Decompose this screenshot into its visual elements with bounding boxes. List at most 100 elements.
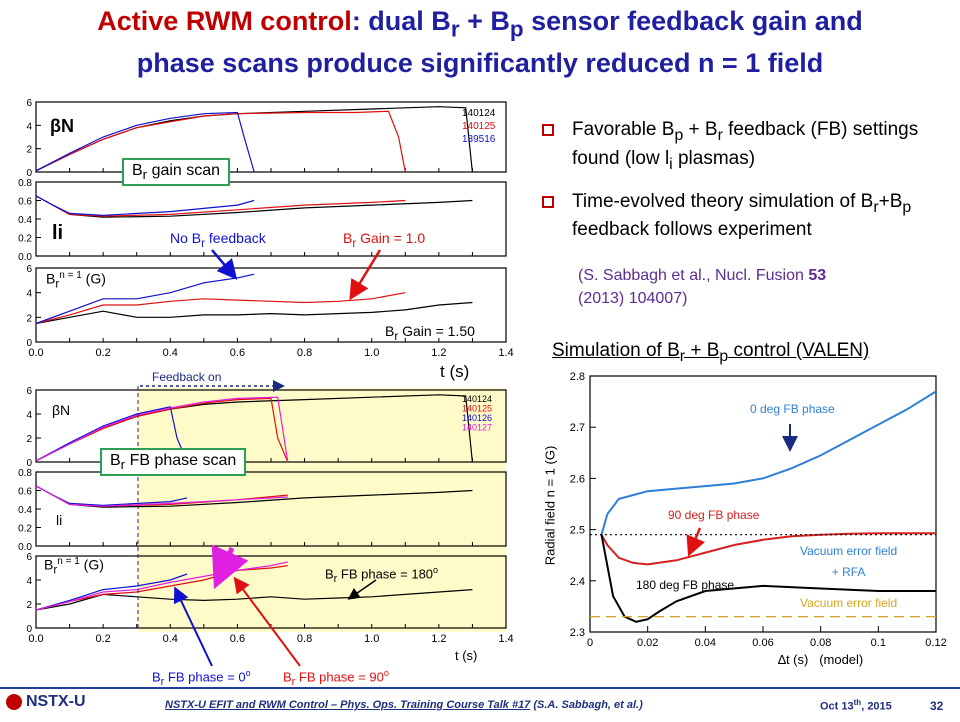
- annot-phase-90: Br FB phase = 90o: [283, 668, 389, 688]
- bottom-br-panel-series-140125: [35, 565, 288, 611]
- bottom-br-panel-xtick-label: 1.0: [364, 633, 379, 645]
- top-br-panel-xtick-label: 0.4: [163, 347, 178, 359]
- bottom-li-panel-ytick-label: 0.8: [18, 468, 32, 479]
- top-li-panel-series-140124: [35, 195, 473, 218]
- bottom-ylabel-beta: βN: [52, 402, 71, 418]
- bottom-shot-label-140125: 140125: [462, 404, 492, 414]
- sim-series-0: [600, 390, 937, 535]
- sim-ytick-label: 2.5: [570, 525, 585, 537]
- top-ylabel-br: Brn = 1 (G): [46, 270, 106, 291]
- bullet-item-2: Time-evolved theory simulation of Br+Bp …: [540, 190, 950, 242]
- footer: NSTX-U NSTX-U EFIT and RWM Control – Phy…: [0, 687, 960, 722]
- page-number: 32: [930, 699, 944, 713]
- annot-no-feedback: No Br feedback: [170, 230, 266, 250]
- footer-date: Oct 13th, 2015: [820, 698, 892, 713]
- bottom-li-panel-ytick-label: 0.2: [18, 524, 32, 535]
- bottom-br-panel-xtick-label: 0.6: [230, 633, 245, 645]
- bottom-br-panel-series-140126: [35, 573, 188, 611]
- top-br-panel-series-140125: [35, 292, 406, 325]
- top-li-panel-ytick-label: 0.4: [18, 215, 32, 226]
- nstxu-logo: NSTX-U: [6, 693, 86, 711]
- sim-xtick-label: 0.1: [871, 637, 886, 649]
- sim-ytick-label: 2.6: [570, 473, 585, 485]
- top-br-panel-series-140124: [35, 301, 473, 325]
- top-beta-panel-series-139516: [35, 111, 255, 173]
- no-feedback-arrow: [211, 249, 238, 280]
- top-br-panel-xtick-label: 0.8: [297, 347, 312, 359]
- citation: (S. Sabbagh et al., Nucl. Fusion 53 (201…: [578, 267, 827, 307]
- bottom-xlabel: t (s): [455, 648, 478, 663]
- gain1-arrow: [349, 249, 382, 301]
- sim-series-1: [600, 532, 936, 566]
- sim-ytick-label: 2.8: [570, 371, 585, 383]
- sim-ylabel: Radial field n = 1 (G): [542, 445, 558, 566]
- sim-ytick-label: 2.4: [570, 576, 585, 588]
- sim-label-180deg: 180 deg FB phase: [636, 578, 735, 592]
- bottom-li-panel-ytick-label: 0.6: [18, 487, 32, 498]
- top-br-panel-ytick-label: 4: [26, 289, 32, 300]
- top-br-panel-ytick-label: 6: [26, 264, 32, 275]
- top-br-panel-xtick-label: 1.2: [431, 347, 446, 359]
- magenta-arrow: [211, 544, 249, 590]
- feedback-on-label: Feedback on: [152, 370, 222, 384]
- top-li-panel-ytick-label: 0.6: [18, 197, 32, 208]
- top-beta-panel-ytick-label: 2: [26, 145, 32, 156]
- top-br-panel-xtick-label: 1.0: [364, 347, 379, 359]
- sim-xtick-label: 0.04: [695, 637, 716, 649]
- bottom-li-panel-ytick-label: 0.0: [18, 542, 32, 553]
- top-ylabel-beta: βN: [50, 116, 74, 136]
- sim-label-vac-rfa: Vacuum error field+ RFA: [800, 544, 898, 579]
- bottom-br-panel-xtick-label: 0.2: [95, 633, 110, 645]
- bottom-beta-panel-ytick-label: 0: [26, 458, 32, 469]
- top-br-panel-ytick-label: 2: [26, 313, 32, 324]
- bottom-br-panel-series-140124: [35, 589, 473, 611]
- top-li-panel-series-139516: [35, 195, 255, 216]
- top-shot-label-140124: 140124: [462, 108, 496, 119]
- bottom-br-panel-ytick-label: 4: [26, 576, 32, 587]
- top-br-panel-xtick-label: 0.6: [230, 347, 245, 359]
- top-li-panel-ytick-label: 0.8: [18, 178, 32, 189]
- sim-label-90deg: 90 deg FB phase: [668, 508, 760, 522]
- annot-phase-180: Br FB phase = 180o: [325, 565, 439, 585]
- bullet-list: Favorable Bp + Br feedback (FB) settings…: [540, 118, 950, 255]
- br-gain-scan-label: Br gain scan: [122, 158, 231, 187]
- sim-xlabel: ∆t (s) (model): [778, 652, 864, 667]
- bullet-item-1: Favorable Bp + Br feedback (FB) settings…: [540, 118, 950, 176]
- bottom-br-panel-xtick-label: 0.8: [297, 633, 312, 645]
- phase180-arrow: [347, 579, 377, 600]
- bottom-shot-label-140126: 140126: [462, 413, 492, 423]
- sim-label-0deg: 0 deg FB phase: [750, 402, 835, 416]
- annot-gain-1: Br Gain = 1.0: [343, 230, 426, 250]
- bottom-beta-panel-series-140126: [35, 406, 188, 463]
- sim-ytick-label: 2.3: [570, 627, 585, 639]
- bottom-beta-panel-series-140127: [35, 396, 289, 463]
- bottom-br-panel-series-140127: [35, 561, 288, 611]
- bullet-square-icon: [542, 124, 554, 136]
- top-br-panel-xtick-label: 1.4: [498, 347, 513, 359]
- bottom-br-panel-xtick-label: 1.2: [431, 633, 446, 645]
- sim-xtick-label: 0: [587, 637, 593, 649]
- sim-xtick-label: 0.06: [752, 637, 773, 649]
- feedback-on-highlight: [138, 388, 506, 632]
- logo-circle-icon: [6, 693, 22, 710]
- sim-xtick-label: 0.02: [637, 637, 658, 649]
- sim-xtick-label: 0.08: [810, 637, 831, 649]
- annot-phase-0: Br FB phase = 0o: [152, 668, 251, 688]
- top-shot-label-140125: 140125: [462, 121, 496, 132]
- top-beta-panel-ytick-label: 4: [26, 121, 32, 132]
- bottom-beta-panel-ytick-label: 2: [26, 434, 32, 445]
- simulation-title: Simulation of Br + Bp control (VALEN): [552, 340, 870, 365]
- bottom-li-panel-ytick-label: 0.4: [18, 505, 32, 516]
- sim-arrow-90deg: [686, 527, 705, 557]
- top-shot-label-139516: 139516: [462, 134, 496, 145]
- top-li-panel-ytick-label: 0.0: [18, 252, 32, 263]
- bottom-br-panel-xtick-label: 1.4: [498, 633, 513, 645]
- title-line-2: phase scans produce significantly reduce…: [136, 48, 824, 79]
- sim-series-2: [600, 534, 936, 623]
- bottom-beta-panel-ytick-label: 4: [26, 410, 32, 421]
- phase0-arrow: [173, 586, 213, 667]
- top-xlabel: t (s): [440, 362, 470, 381]
- top-ylabel-li: li: [52, 222, 64, 244]
